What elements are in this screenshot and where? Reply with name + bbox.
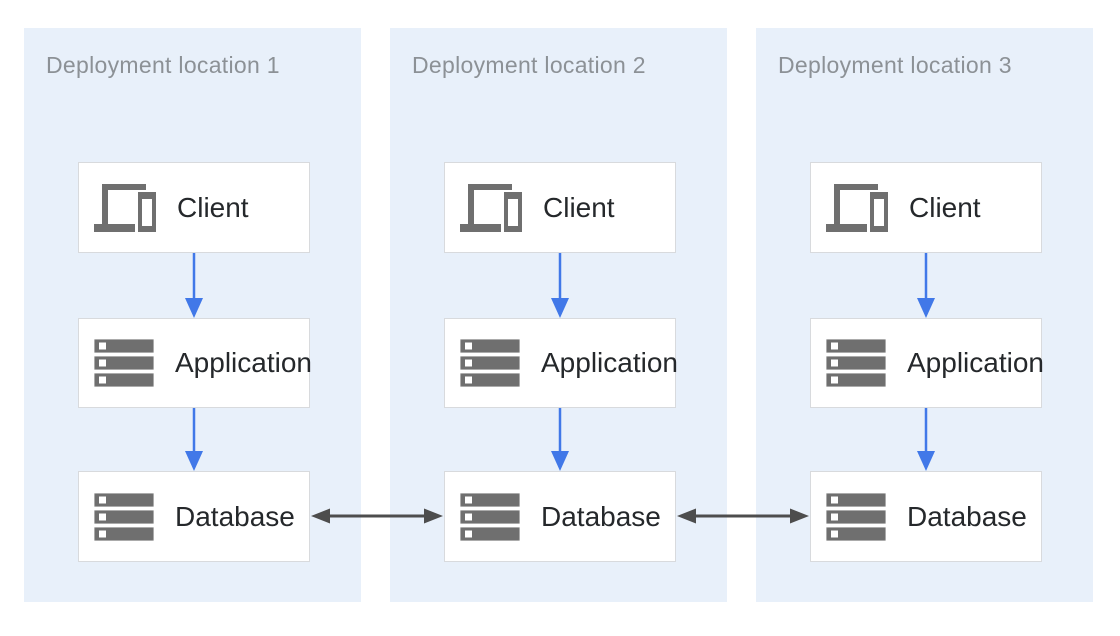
node-label: Application <box>907 347 1044 378</box>
node-label: Database <box>907 500 1027 532</box>
flow-arrow-application-to-database-icon <box>551 408 569 471</box>
panel-title: Deployment location 1 <box>46 52 280 78</box>
devices-icon <box>826 183 888 232</box>
node-label: Client <box>543 191 615 223</box>
servers-icon <box>460 492 520 541</box>
node-label: Application <box>175 347 312 378</box>
database-node: Database <box>444 471 676 562</box>
database-node: Database <box>810 471 1042 562</box>
deployment-location-panel-3: Deployment location 3 Client <box>756 28 1093 602</box>
node-label: Client <box>909 191 981 223</box>
flow-arrow-client-to-application-icon <box>551 253 569 318</box>
panel-title: Deployment location 3 <box>778 52 1012 78</box>
node-label: Database <box>541 500 661 532</box>
devices-icon <box>460 183 522 232</box>
application-node: Application <box>78 318 312 408</box>
flow-arrow-client-to-application-icon <box>185 253 203 318</box>
node-label: Application <box>541 347 678 378</box>
client-node: Client <box>444 162 676 253</box>
node-label: Client <box>177 191 249 223</box>
application-node: Application <box>810 318 1044 408</box>
flow-arrow-application-to-database-icon <box>185 408 203 471</box>
panel-title: Deployment location 2 <box>412 52 646 78</box>
db-replication-arrow-1-2 <box>311 508 443 524</box>
db-replication-arrow-2-3 <box>677 508 809 524</box>
flow-arrow-application-to-database-icon <box>917 408 935 471</box>
deployment-location-panel-2: Deployment location 2 Client <box>390 28 727 602</box>
servers-icon <box>460 339 520 387</box>
servers-icon <box>826 492 886 541</box>
servers-icon <box>94 339 154 387</box>
client-node: Client <box>78 162 310 253</box>
servers-icon <box>826 339 886 387</box>
node-label: Database <box>175 500 295 532</box>
deployment-location-panel-1: Deployment location 1 Client <box>24 28 361 602</box>
application-node: Application <box>444 318 678 408</box>
servers-icon <box>94 492 154 541</box>
database-node: Database <box>78 471 310 562</box>
flow-arrow-client-to-application-icon <box>917 253 935 318</box>
client-node: Client <box>810 162 1042 253</box>
devices-icon <box>94 183 156 232</box>
